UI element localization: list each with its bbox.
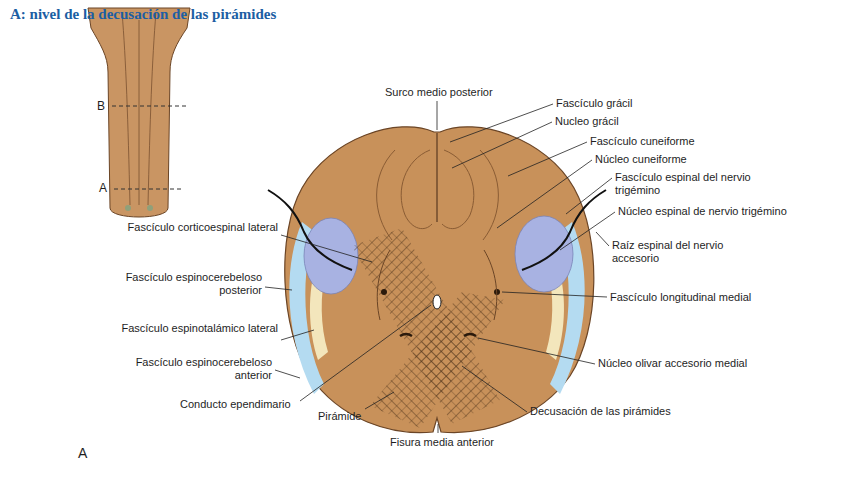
structure-label: Fascículo espinocerebeloso posterior (87, 271, 262, 297)
level-marker: A (99, 181, 115, 195)
structure-label: Fascículo espinocerebeloso anterior (97, 356, 272, 382)
structure-label: Surco medio posterior (385, 86, 535, 99)
structure-label: Núcleo olivar accesorio medial (598, 357, 818, 370)
structure-label: Nucleo grácil (555, 115, 705, 128)
structure-label: Conducto ependimario (180, 398, 330, 411)
structure-label: Fascículo grácil (556, 97, 706, 110)
structure-label: Fisura media anterior (390, 436, 540, 449)
structure-label: Núcleo cuneiforme (595, 153, 755, 166)
medulla-section (268, 127, 606, 433)
panel-letter: A (78, 445, 96, 462)
figure-title: A: nivel de la decusación de las pirámid… (10, 6, 276, 23)
level-marker: B (97, 99, 113, 113)
structure-label: Núcleo espinal de nervio trigémino (618, 205, 790, 218)
inset-brainstem (88, 8, 190, 217)
structure-label: Decusación de las pirámides (530, 405, 730, 418)
structure-label: Pirámide (318, 410, 388, 423)
structure-label: Fascículo espinotalámico lateral (120, 322, 278, 335)
structure-label: Fascículo longitudinal medial (610, 291, 810, 304)
structure-label: Raíz espinal del nervio accesorio (612, 239, 724, 265)
structure-label: Fascículo cuneiforme (590, 135, 750, 148)
structure-label: Fascículo corticoespinal lateral (120, 221, 278, 234)
leader-lines (265, 101, 615, 433)
structure-label: Fascículo espinal del nervio trigémino (615, 171, 787, 197)
